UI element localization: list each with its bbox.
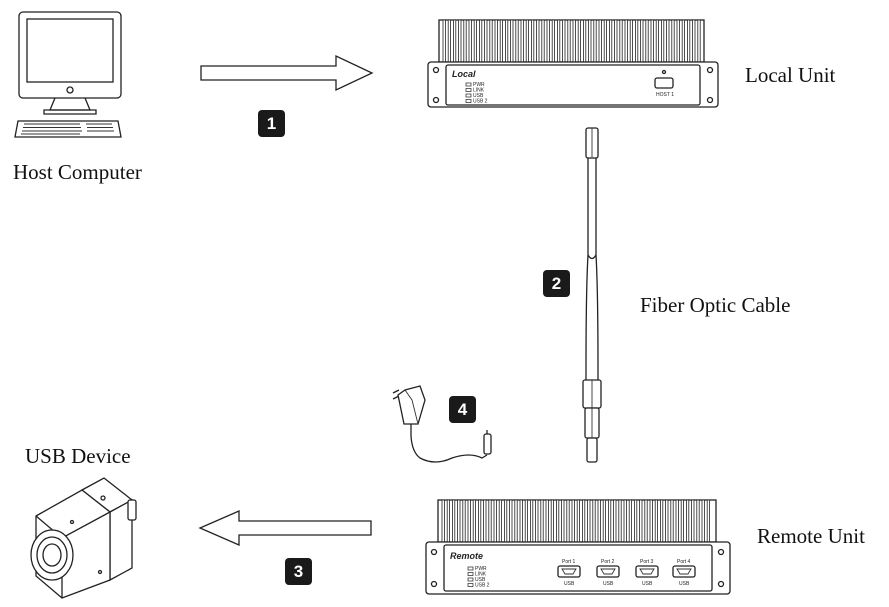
led-indicator: [467, 566, 474, 571]
port-label: Port 2: [601, 559, 615, 565]
port-sub-label: USB: [642, 581, 653, 587]
usb-camera-icon: [30, 477, 137, 599]
step-badge-1: 1: [258, 110, 285, 137]
step-badge-4: 4: [449, 396, 476, 423]
port-sub-label: USB: [603, 581, 614, 587]
led-label: LINK: [473, 88, 485, 94]
fiber-optic-cable-icon: [582, 127, 602, 463]
heat-sink-fins: [437, 499, 717, 543]
host-computer-icon: [14, 11, 122, 138]
usb-port: [635, 565, 659, 578]
step-badge-2: 2: [543, 270, 570, 297]
led-indicator: [465, 99, 472, 103]
local-unit-label: Local Unit: [745, 63, 836, 87]
led-label: LINK: [475, 572, 487, 578]
port-sub-label: USB: [564, 581, 575, 587]
heat-sink-fins: [438, 19, 705, 63]
local-usb-port: [654, 77, 674, 89]
port-label: Port 3: [640, 559, 654, 565]
local-port-label: HOST 1: [656, 92, 674, 98]
usb-device-label: USB Device: [25, 444, 131, 468]
fiber-optic-cable-label: Fiber Optic Cable: [640, 293, 791, 317]
led-label: PWR: [475, 566, 487, 572]
led-indicator: [465, 82, 472, 87]
usb-port: [672, 565, 696, 578]
led-label: USB: [475, 577, 486, 583]
arrow-remote-to-device: [198, 510, 372, 546]
host-computer-label: Host Computer: [13, 160, 142, 184]
step-badge-3: 3: [285, 558, 312, 585]
led-label: USB: [473, 93, 484, 99]
led-indicator: [467, 572, 474, 576]
usb-port: [557, 565, 581, 578]
led-indicator: [467, 583, 474, 587]
port-label: Port 1: [562, 559, 576, 565]
led-label: USB 2: [475, 583, 490, 589]
led-label: PWR: [473, 82, 485, 88]
port-label: Port 4: [677, 559, 691, 565]
port-sub-label: USB: [679, 581, 690, 587]
led-indicator: [465, 93, 472, 98]
led-indicator: [467, 577, 474, 582]
arrow-host-to-local: [200, 54, 374, 92]
usb-port: [596, 565, 620, 578]
power-adapter-icon: [392, 385, 492, 463]
remote-brand-text: Remote: [450, 551, 483, 561]
led-label: USB 2: [473, 99, 488, 105]
local-brand-text: Local: [452, 69, 476, 79]
remote-unit-label: Remote Unit: [757, 524, 865, 548]
led-indicator: [465, 88, 472, 92]
